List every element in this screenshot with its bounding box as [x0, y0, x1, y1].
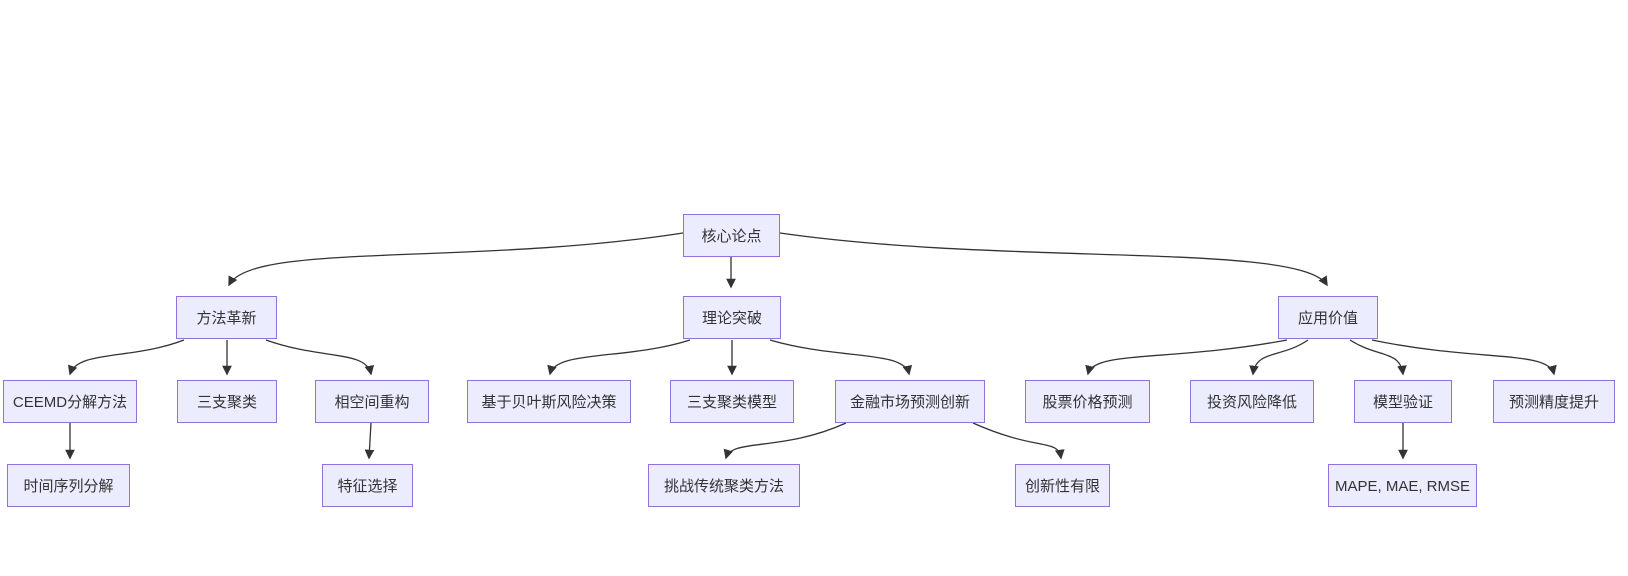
- node-application-value: 应用价值: [1278, 296, 1378, 339]
- node-time-series-decomposition: 时间序列分解: [7, 464, 130, 507]
- node-financial-forecast-innovation: 金融市场预测创新: [835, 380, 985, 423]
- node-three-way-cluster-model: 三支聚类模型: [670, 380, 794, 423]
- edge-theory-bayes: [547, 339, 691, 376]
- node-core-thesis: 核心论点: [683, 214, 780, 257]
- node-method-innovation: 方法革新: [176, 296, 277, 339]
- edge-finance-innovation: [972, 422, 1065, 460]
- node-error-metrics: MAPE, MAE, RMSE: [1328, 464, 1477, 507]
- node-forecast-accuracy-improvement: 预测精度提升: [1493, 380, 1615, 423]
- edge-finance-challenge: [723, 422, 847, 460]
- edge-phase-feature: [364, 422, 375, 460]
- node-challenge-traditional-clustering: 挑战传统聚类方法: [648, 464, 800, 507]
- node-feature-selection: 特征选择: [322, 464, 413, 507]
- edge-apply-accuracy: [1371, 339, 1557, 376]
- edge-apply-stock: [1085, 339, 1288, 376]
- node-bayesian-risk-decision: 基于贝叶斯风险决策: [467, 380, 631, 423]
- node-investment-risk-reduction: 投资风险降低: [1190, 380, 1314, 423]
- edge-apply-invest: [1249, 339, 1309, 376]
- node-theory-breakthrough: 理论突破: [683, 296, 781, 339]
- node-phase-space-reconstruction: 相空间重构: [315, 380, 429, 423]
- edge-theory-finance: [769, 339, 913, 376]
- node-stock-price-forecast: 股票价格预测: [1025, 380, 1150, 423]
- edge-method-phase: [265, 339, 375, 376]
- edge-method-ceemd: [68, 339, 185, 376]
- edge-root-apply: [779, 232, 1328, 287]
- node-limited-novelty: 创新性有限: [1015, 464, 1110, 507]
- edge-apply-validate: [1349, 339, 1407, 376]
- node-ceemd-decomposition: CEEMD分解方法: [3, 380, 137, 423]
- edge-root-method: [228, 232, 684, 287]
- node-model-validation: 模型验证: [1354, 380, 1452, 423]
- node-three-way-clustering: 三支聚类: [177, 380, 277, 423]
